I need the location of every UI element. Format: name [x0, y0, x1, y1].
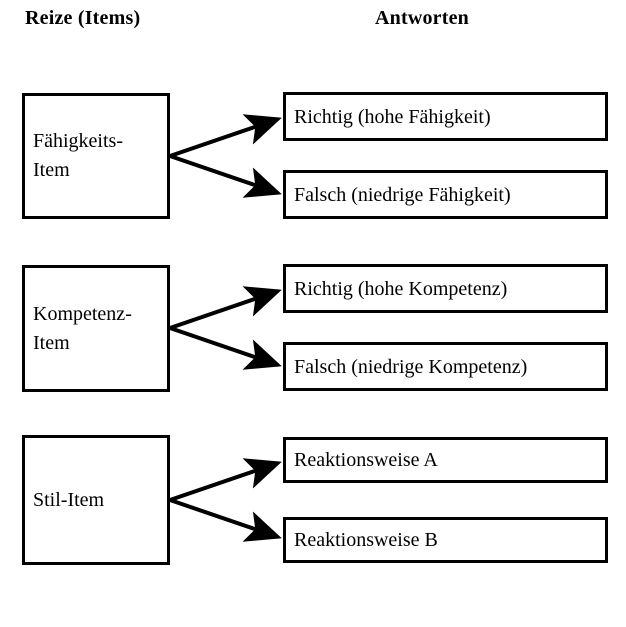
response-label: Falsch (niedrige Kompetenz)	[294, 355, 528, 378]
response-box-richtig-hohe-kompetenz: Richtig (hohe Kompetenz)	[283, 264, 608, 313]
arrow-kompetenz-to-richtig	[169, 286, 282, 330]
arrow-fahigkeits-to-richtig	[169, 114, 282, 158]
stimulus-label: Stil-Item	[33, 488, 105, 511]
response-box-richtig-hohe-fahigkeit: Richtig (hohe Fähigkeit)	[283, 92, 608, 141]
response-label: Richtig (hohe Fähigkeit)	[294, 105, 491, 128]
response-box-falsch-niedrige-kompetenz: Falsch (niedrige Kompetenz)	[283, 342, 608, 391]
arrow-fahigkeits-to-falsch	[169, 154, 282, 198]
column-header-responses: Antworten	[375, 7, 470, 29]
response-label: Reaktionsweise B	[294, 529, 438, 551]
response-box-reaktionsweise-a: Reaktionsweise A	[283, 437, 608, 483]
arrow-kompetenz-to-falsch	[169, 326, 282, 370]
column-header-stimuli: Reize (Items)	[25, 7, 141, 29]
arrow-group-3	[169, 458, 282, 542]
response-box-reaktionsweise-b: Reaktionsweise B	[283, 517, 608, 563]
arrow-group-2	[169, 286, 282, 370]
response-label: Falsch (niedrige Fähigkeit)	[294, 183, 511, 206]
arrow-group-1	[169, 114, 282, 198]
stimulus-box-stil-item: Stil-Item	[22, 435, 170, 565]
arrow-stil-to-reaktionsweise-a	[169, 458, 282, 502]
stimulus-label: Kompetenz- Item	[33, 302, 132, 354]
stimulus-box-fahigkeits-item: Fähigkeits- Item	[22, 93, 170, 219]
stimulus-label: Fähigkeits- Item	[33, 130, 123, 181]
arrow-stil-to-reaktionsweise-b	[169, 498, 282, 542]
response-label: Richtig (hohe Kompetenz)	[294, 277, 508, 300]
response-box-falsch-niedrige-fahigkeit: Falsch (niedrige Fähigkeit)	[283, 170, 608, 219]
stimulus-box-kompetenz-item: Kompetenz- Item	[22, 265, 170, 392]
response-label: Reaktionsweise A	[294, 449, 438, 471]
